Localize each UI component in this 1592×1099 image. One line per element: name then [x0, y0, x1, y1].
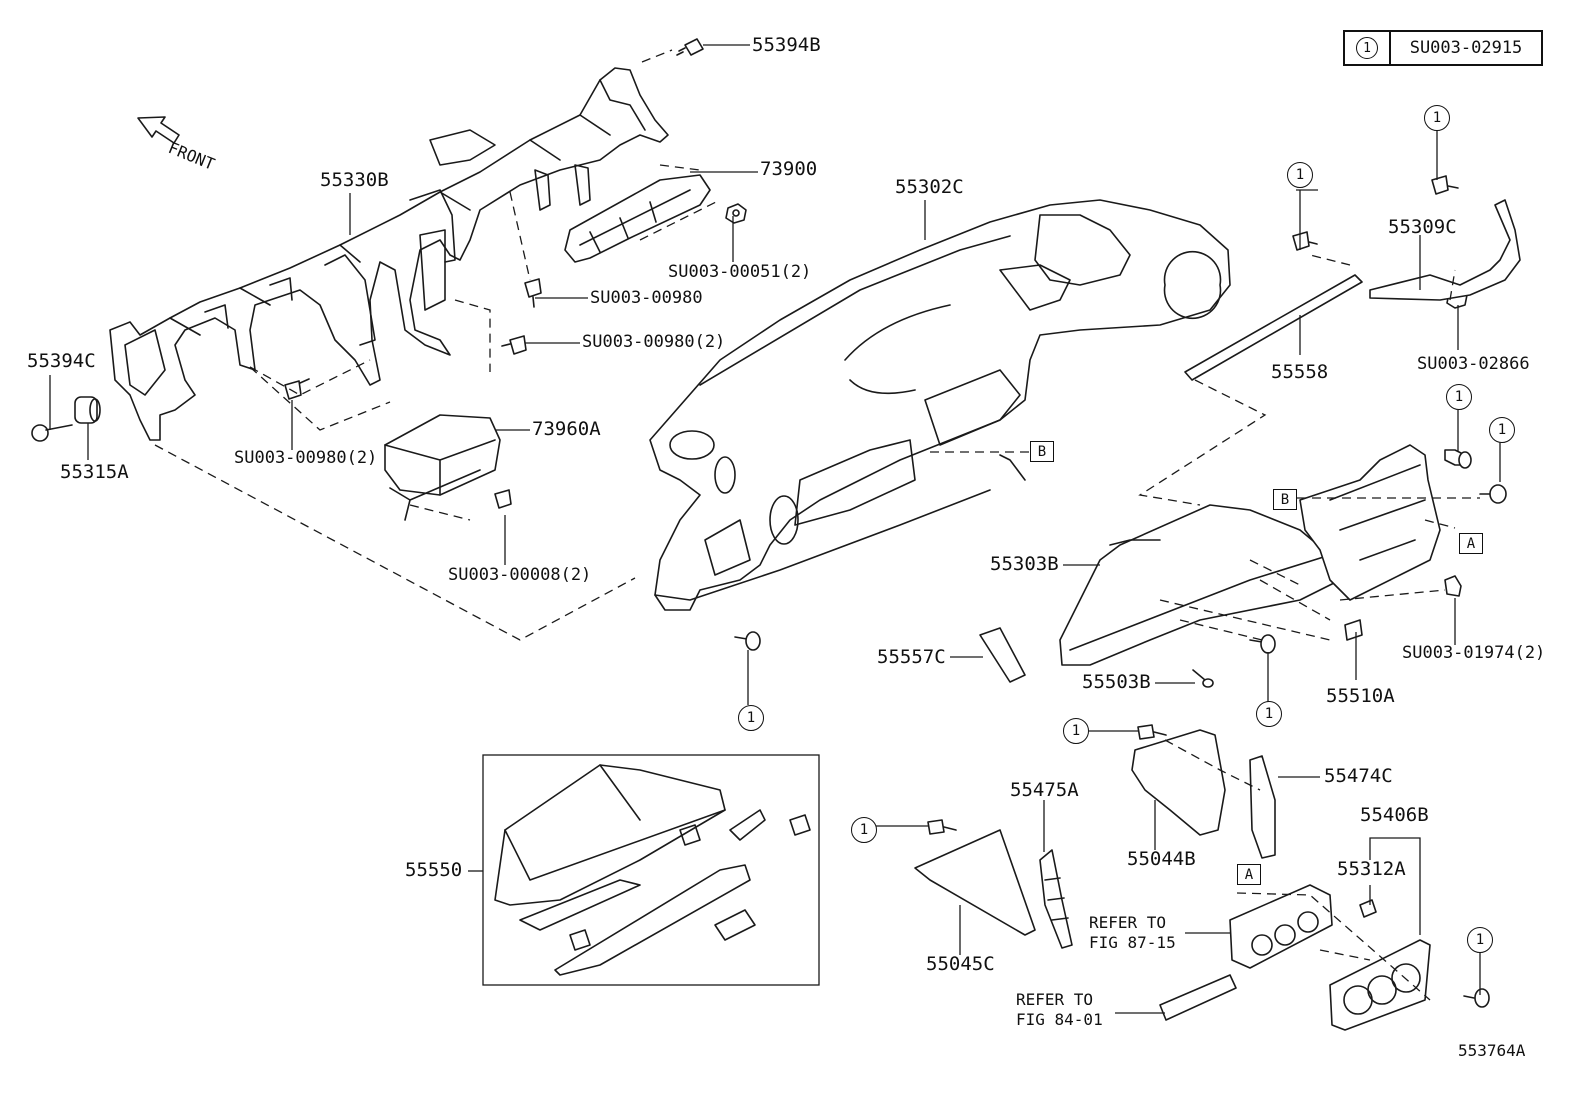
part-label-73900: 73900 [760, 158, 818, 180]
callout-circle-icon: 1 [1489, 417, 1515, 443]
dashed-guides [154, 49, 1480, 1001]
callout-circle-icon: 1 [1287, 162, 1313, 188]
instrument-panel-55302C-drawing [649, 199, 1231, 611]
callout-circle-icon: 1 [1256, 701, 1282, 727]
figure-id: 553764A [1458, 1041, 1526, 1060]
part-label-55044B: 55044B [1127, 848, 1196, 870]
callout-circle-icon: 1 [1446, 384, 1472, 410]
part-label-55315A: 55315A [60, 461, 129, 483]
ref-box-b-1: B [1030, 441, 1054, 462]
callout-circle-icon: 1 [851, 817, 877, 843]
part-label-55510A: 55510A [1326, 685, 1395, 707]
part-label-55394B: 55394B [752, 34, 821, 56]
part-label-55330B: 55330B [320, 169, 389, 191]
legend-symbol-cell: 1 [1345, 32, 1391, 64]
leader-lines [49, 44, 1501, 1014]
bracket-73900-drawing [564, 164, 721, 263]
airbag-73960A-drawing [384, 414, 501, 521]
callout-circle-icon: 1 [1356, 37, 1378, 59]
callout-circle-icon: 1 [1467, 927, 1493, 953]
part-label-55557C: 55557C [877, 646, 946, 668]
refer-note-fig-84-01: REFER TO FIG 84-01 [1016, 990, 1103, 1029]
part-label-55312A: 55312A [1337, 858, 1406, 880]
part-label-55503B: 55503B [1082, 671, 1151, 693]
part-label-su003-00051: SU003-00051(2) [668, 262, 812, 282]
ref-box-b-2: B [1273, 489, 1297, 510]
part-label-su003-00980-2a: SU003-00980(2) [582, 332, 726, 352]
part-label-su003-00980: SU003-00980 [590, 288, 703, 308]
part-label-su003-01974: SU003-01974(2) [1402, 643, 1546, 663]
part-label-55309C: 55309C [1388, 216, 1457, 238]
fastener-icons [31, 38, 1507, 1008]
side-covers-drawing [914, 729, 1276, 949]
part-label-su003-00008: SU003-00008(2) [448, 565, 592, 585]
legend-part-number: SU003-02915 [1409, 38, 1523, 58]
part-label-55302C: 55302C [895, 176, 964, 198]
heater-control-drawing [979, 619, 1431, 1031]
refer-note-fig-87-15: REFER TO FIG 87-15 [1089, 913, 1176, 952]
part-label-55475A: 55475A [1010, 779, 1079, 801]
part-label-55406B: 55406B [1360, 804, 1429, 826]
part-label-55474C: 55474C [1324, 765, 1393, 787]
ref-box-a-2: A [1237, 864, 1261, 885]
part-label-55550: 55550 [405, 859, 463, 881]
callout-circle-icon: 1 [738, 705, 764, 731]
part-label-su003-02866: SU003-02866 [1417, 354, 1530, 374]
ref-box-a-1: A [1459, 533, 1483, 554]
lower-panel-55303B-drawing [1059, 444, 1441, 666]
callout-circle-icon: 1 [1424, 105, 1450, 131]
callout-circle-icon: 1 [1063, 718, 1089, 744]
part-label-su003-00980-2b: SU003-00980(2) [234, 448, 378, 468]
reinforcement-beam-drawing [109, 67, 669, 441]
bracket-55309C-drawing [1369, 199, 1521, 301]
part-label-55394C: 55394C [27, 350, 96, 372]
legend-box: 1 SU003-02915 [1343, 30, 1543, 66]
part-label-55558: 55558 [1271, 361, 1329, 383]
glove-box-drawing [482, 754, 820, 986]
part-label-55303B: 55303B [990, 553, 1059, 575]
brace-55558-drawing [1184, 274, 1363, 381]
front-arrow-icon [137, 116, 180, 144]
part-label-73960A: 73960A [532, 418, 601, 440]
part-label-55045C: 55045C [926, 953, 995, 975]
